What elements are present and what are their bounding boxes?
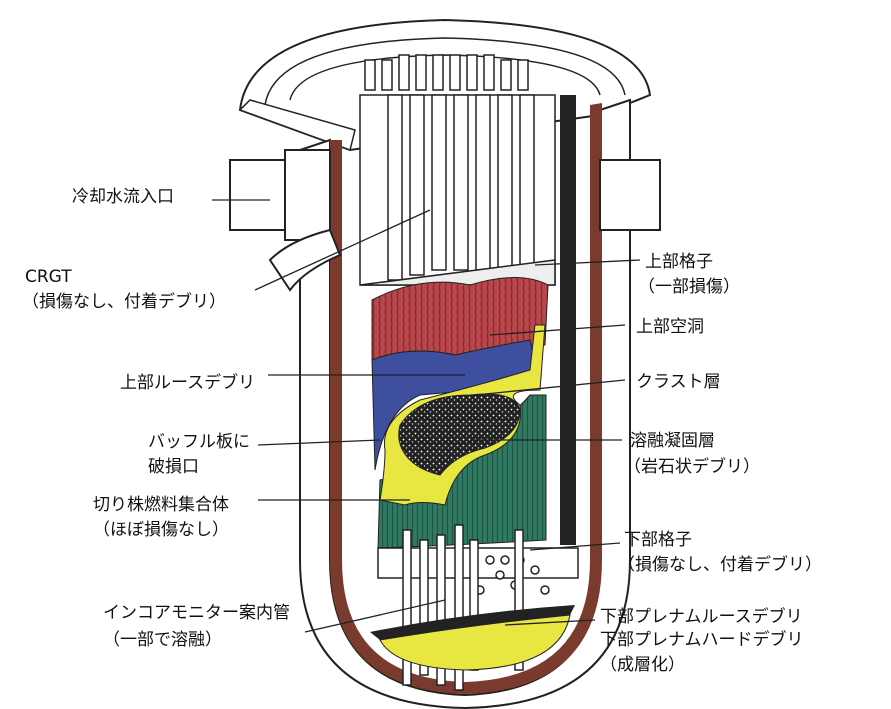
label-molten-note: （岩石状デブリ） [624, 457, 760, 477]
label-lower-grid-note: （損傷なし、付着デブリ） [618, 555, 822, 575]
label-baffle-1: バッフル板に [148, 432, 250, 452]
label-incore-note: （一部で溶融） [103, 630, 222, 650]
label-upper-cavity: 上部空洞 [636, 317, 704, 337]
control-rod-guide-tubes [359, 54, 556, 286]
reactor-vessel [299, 95, 631, 709]
label-baffle-2: 破損口 [148, 457, 199, 477]
lower-plenum-hard-debris [370, 605, 575, 640]
label-lp-loose: 下部プレナムルースデブリ [600, 607, 803, 627]
label-upper-grid: 上部格子 [645, 252, 713, 272]
label-stub-note: （ほぼ損傷なし） [93, 520, 229, 540]
label-upper-grid-note: （一部損傷） [638, 277, 740, 297]
label-crgt: CRGT [25, 267, 72, 287]
incore-monitor-guide-tubes [402, 524, 524, 691]
label-lp-note: （成層化） [600, 655, 685, 675]
label-inlet: 冷却水流入口 [72, 187, 174, 207]
label-lower-grid: 下部格子 [624, 530, 692, 550]
label-crgt-note: （損傷なし、付着デブリ） [22, 292, 226, 312]
label-stub: 切り株燃料集合体 [93, 495, 229, 515]
label-crust: クラスト層 [636, 372, 721, 392]
leader-lines [212, 199, 641, 633]
label-upper-loose-debris: 上部ルースデブリ [120, 373, 256, 393]
label-incore: インコアモニター案内管 [103, 603, 290, 623]
label-lp-hard: 下部プレナムハードデブリ [600, 630, 804, 650]
label-molten: 溶融凝固層 [630, 431, 715, 451]
molten-core-region [398, 393, 521, 476]
